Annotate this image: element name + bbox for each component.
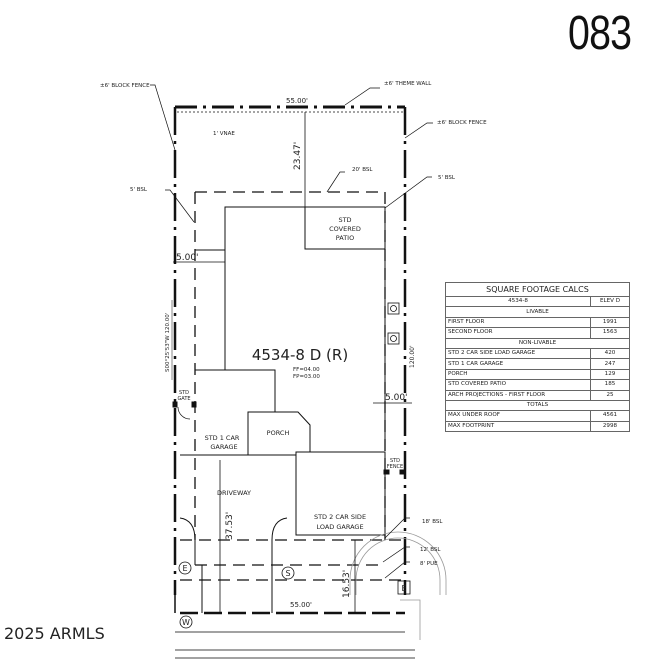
driveway-returns [179,517,288,613]
gate-label-2: GATE [177,396,190,402]
totals-header: TOTALS [445,399,630,412]
callout-bsl-5-left: 5' BSL [130,187,148,193]
garage2-label-1: STD 2 CAR SIDE [314,513,366,521]
row-label: STD 2 CAR SIDE LOAD GARAGE [445,347,591,360]
sewer-marker-label: S [285,569,290,578]
dim-right-depth: 120.00' [409,345,416,368]
patio-label-2: COVERED [329,225,361,233]
gate-label-1: STD [179,390,189,396]
row-label: STD COVERED PATIO [445,379,591,391]
table-row: PORCH 129 [445,368,630,381]
row-value: 185 [590,379,630,391]
livable-header: LIVABLE [445,306,630,318]
square-footage-table: SQUARE FOOTAGE CALCS 4534-8 ELEV D LIVAB… [445,282,630,433]
dim-left-side: 5.00' [176,253,199,263]
sheet-number: 083 [568,7,632,60]
driveway-label: DRIVEWAY [217,489,251,497]
table-row: ARCH PROJECTIONS - FIRST FLOOR 25 [445,389,630,401]
callout-bsl-18: 18' BSL [422,519,443,525]
table-row: MAX FOOTPRINT 2998 [445,420,630,433]
callout-block-fence-left: ±6' BLOCK FENCE [100,83,150,89]
fence-label-1: STD [390,458,400,464]
street-lines [175,631,415,659]
dim-bearing-depth: S00°25'53"W 120.00' [165,313,171,372]
table-title: SQUARE FOOTAGE CALCS [445,282,630,297]
electric-marker-label: E [182,564,187,573]
row-label: MAX UNDER ROOF [445,410,591,422]
table-row: STD 2 CAR SIDE LOAD GARAGE 420 [445,347,630,360]
dim-right-side: 5.00' [385,393,408,403]
row-value: 2998 [590,420,630,433]
garage1-label-2: GARAGE [210,443,237,451]
leader-lines [150,84,433,579]
callout-bsl-5-right: 5' BSL [438,175,456,181]
garage1-label-1: STD 1 CAR [205,434,240,442]
row-label: PORCH [445,368,591,381]
row-label: SECOND FLOOR [445,327,591,339]
dim-front-setback: 23.47' [293,142,303,170]
row-label: FIRST FLOOR [445,316,591,329]
patio-label-3: PATIO [336,234,354,242]
row-value: 1563 [590,327,630,339]
plan-id: 4534-8 D (R) [252,346,348,364]
dim-driveway-length: 37.53' [225,512,235,540]
finish-floor: FF=04.00 [293,367,320,373]
dim-garage-setback: 16.53' [342,570,352,598]
row-value: 420 [590,347,630,360]
table-row: STD 1 CAR GARAGE 247 [445,358,630,370]
patio-label-1: STD [338,216,351,224]
dim-top-width: 55.00' [286,97,308,105]
porch-label: PORCH [267,429,290,437]
gate-symbols [172,401,406,475]
dimension-lines [171,112,412,613]
elev-column-header: ELEV D [590,295,630,308]
callout-bsl-20: 20' BSL [352,167,373,173]
callout-block-fence-right: ±6' BLOCK FENCE [437,120,487,126]
row-label: ARCH PROJECTIONS - FIRST FLOOR [445,389,591,401]
plan-column-header: 4534-8 [445,295,591,308]
row-value: 1991 [590,316,630,329]
row-label: STD 1 CAR GARAGE [445,358,591,370]
row-value: 129 [590,368,630,381]
table-row: SECOND FLOOR 1563 [445,327,630,339]
table-row: MAX UNDER ROOF 4561 [445,410,630,422]
garage2-label-2: LOAD GARAGE [316,523,363,531]
table-row: FIRST FLOOR 1991 [445,316,630,329]
dim-bottom-width: 55.00' [290,601,312,609]
row-value: 247 [590,358,630,370]
row-value: 25 [590,389,630,401]
ac-unit-icons [387,302,400,345]
row-value: 4561 [590,410,630,422]
copyright-watermark: 2025 ARMLS [4,624,105,643]
callout-bsl-12: 12' BSL [420,547,441,553]
lot-boundary [173,105,407,615]
row-label: MAX FOOTPRINT [445,420,591,433]
utility-markers [178,561,411,629]
water-marker-label: W [182,618,190,627]
street-arc [349,531,447,640]
callout-pue-8: 8' PUE [420,561,438,567]
callout-vnae: 1' VNAE [213,131,235,137]
callout-theme-wall: ±6' THEME WALL [384,81,432,87]
nonlivable-header: NON-LIVABLE [445,337,630,349]
table-row: STD COVERED PATIO 185 [445,379,630,391]
house-footprint [180,206,386,536]
finish-pad: FP=03.00 [293,374,320,380]
fence-label-2: FENCE [387,464,403,470]
electric-box-label: E [401,584,406,593]
